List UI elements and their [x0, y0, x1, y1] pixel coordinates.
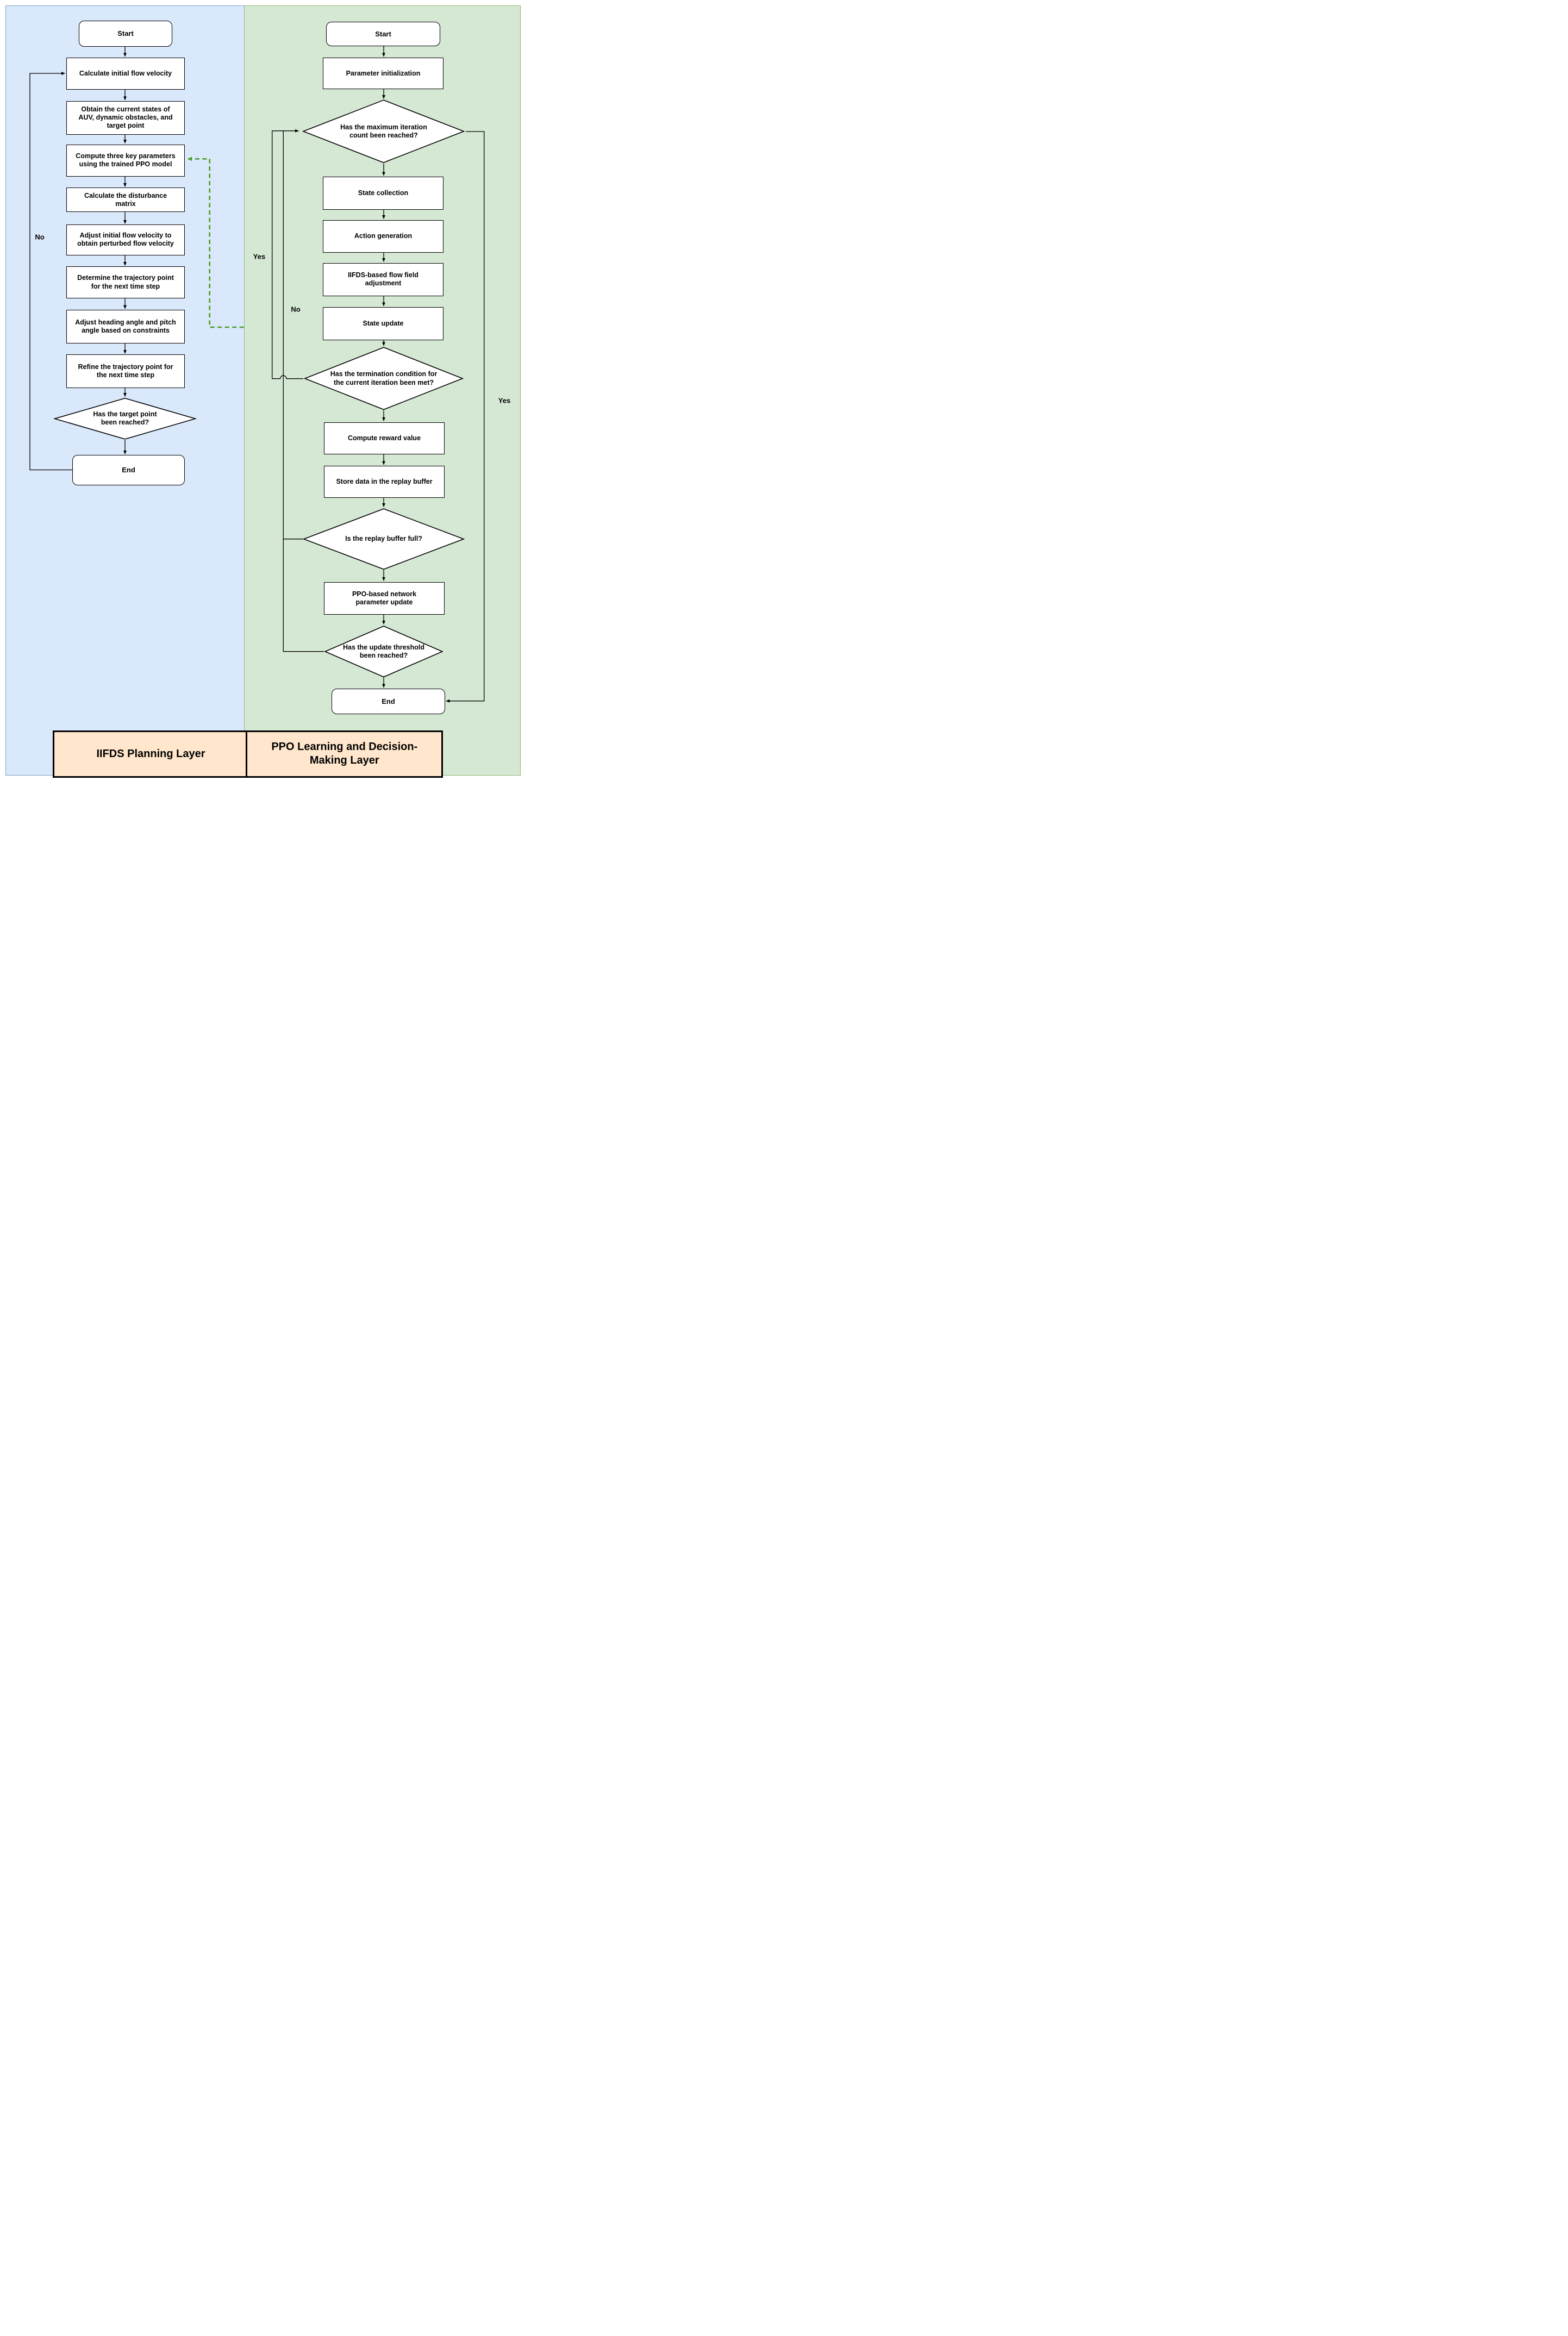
- node-store-replay: Store data in the replay buffer: [324, 466, 445, 498]
- connector-termination-yes-loop: [272, 129, 303, 379]
- connector-trained-ppo-feedback: [188, 157, 244, 328]
- node-param-init: Parameter initialization: [323, 58, 443, 90]
- node-determine-trajectory: Determine the trajectory point for the n…: [66, 266, 185, 298]
- layer-label-iifds-planning: IIFDS Planning Layer: [52, 730, 249, 778]
- node-refine-trajectory: Refine the trajectory point for the next…: [66, 354, 185, 388]
- node-adjust-angles: Adjust heading angle and pitch angle bas…: [66, 310, 185, 343]
- connector-layer: [29, 45, 485, 703]
- node-iifds-adjustment: IIFDS-based flow field adjustment: [323, 263, 443, 296]
- layer-label-ppo-learning: PPO Learning and Decision- Making Layer: [246, 730, 443, 778]
- node-calc-initial-flow: Calculate initial flow velocity: [66, 58, 185, 90]
- node-right-end: End: [332, 689, 445, 715]
- node-obtain-states: Obtain the current states of AUV, dynami…: [66, 101, 185, 135]
- diamond-shape: [303, 347, 464, 410]
- diamond-shape: [53, 398, 197, 440]
- node-adjust-initial-flow: Adjust initial flow velocity to obtain p…: [66, 224, 185, 255]
- node-left-start: Start: [79, 21, 172, 47]
- decision-max-iteration: Has the maximum iteration count been rea…: [302, 99, 465, 163]
- decision-update-threshold: Has the update threshold been reached?: [324, 626, 443, 678]
- decision-target-reached: Has the target point been reached?: [53, 398, 197, 440]
- node-action-generation: Action generation: [323, 220, 443, 253]
- node-ppo-update: PPO-based network parameter update: [324, 582, 445, 615]
- connector-left-no-loop: [29, 72, 72, 471]
- node-left-end: End: [72, 455, 185, 486]
- node-state-update: State update: [323, 307, 443, 340]
- connector-maxiter-yes-to-end: [446, 131, 485, 703]
- edge-label-no-return: No: [291, 305, 301, 314]
- diamond-shape: [324, 626, 443, 678]
- diamond-shape: [302, 508, 465, 570]
- connector-no-return-main: [283, 130, 324, 652]
- decision-replay-full: Is the replay buffer full?: [302, 508, 465, 570]
- diamond-shape: [302, 99, 465, 163]
- decision-termination: Has the termination condition for the cu…: [303, 347, 464, 410]
- node-right-start: Start: [326, 22, 440, 47]
- edge-label-left-no: No: [35, 233, 45, 241]
- edge-label-maxiter-yes: Yes: [498, 396, 511, 405]
- node-compute-parameters: Compute three key parameters using the t…: [66, 144, 185, 177]
- node-state-collection: State collection: [323, 177, 443, 210]
- edge-label-termination-yes: Yes: [253, 252, 266, 261]
- flowchart-canvas: Start Calculate initial flow velocity Ob…: [0, 0, 523, 779]
- node-compute-reward: Compute reward value: [324, 422, 445, 454]
- node-calc-disturbance: Calculate the disturbance matrix: [66, 188, 185, 213]
